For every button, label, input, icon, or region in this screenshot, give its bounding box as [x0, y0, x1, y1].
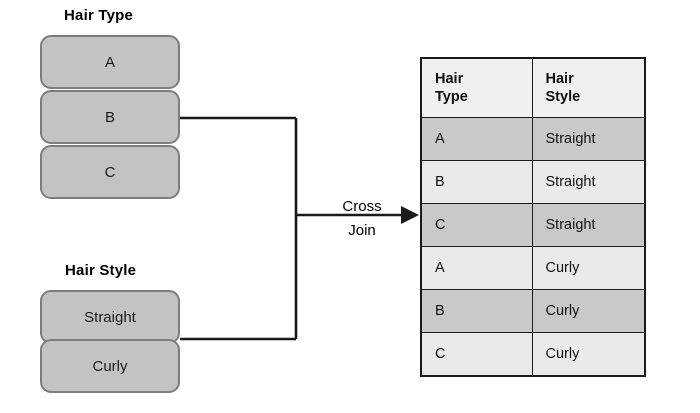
column-header-hair-style: Hair Style: [531, 57, 646, 118]
table-header-row: Hair Type Hair Style: [420, 57, 646, 118]
table-row: B Curly: [420, 289, 646, 333]
cell-hair-style: Straight: [531, 160, 646, 204]
table-body: A Straight B Straight C Straight A Curly…: [420, 117, 646, 377]
hair-style-node-straight-label: Straight: [84, 308, 136, 326]
column-header-hair-style-line2: Style: [545, 89, 581, 105]
hair-style-node-curly[interactable]: Curly: [40, 339, 180, 393]
cell-hair-style: Curly: [531, 289, 646, 333]
cell-hair-type: B: [420, 289, 533, 333]
table-row: A Curly: [420, 246, 646, 290]
table-row: A Straight: [420, 117, 646, 161]
cell-hair-style: Curly: [531, 332, 646, 377]
cross-join-label-line2: Join: [348, 222, 376, 239]
cell-hair-style: Straight: [531, 117, 646, 161]
table-row: B Straight: [420, 160, 646, 204]
cell-hair-type: A: [420, 117, 533, 161]
column-header-hair-style-line1: Hair: [545, 70, 574, 87]
cross-join-label-line1: Cross: [342, 198, 382, 215]
hair-type-node-a-label: A: [104, 53, 115, 71]
cell-hair-style: Curly: [531, 246, 646, 290]
hair-type-title: Hair Type: [64, 7, 134, 24]
cell-hair-type: C: [420, 332, 533, 377]
hair-type-node-c[interactable]: C: [40, 145, 180, 199]
hair-type-node-a[interactable]: A: [40, 35, 180, 89]
cross-join-result-table: Hair Type Hair Style A Straight B Straig…: [420, 57, 646, 377]
cell-hair-type: C: [420, 203, 533, 247]
cell-hair-type: B: [420, 160, 533, 204]
hair-style-node-curly-label: Curly: [92, 357, 128, 375]
cell-hair-style: Straight: [531, 203, 646, 247]
hair-type-node-b-label: B: [104, 108, 115, 126]
cell-hair-type: A: [420, 246, 533, 290]
hair-type-node-b[interactable]: B: [40, 90, 180, 144]
column-header-hair-type-line2: Type: [435, 89, 468, 105]
column-header-hair-type-line1: Hair: [435, 70, 464, 87]
hair-type-node-c-label: C: [104, 163, 116, 181]
table-row: C Straight: [420, 203, 646, 247]
hair-style-title: Hair Style: [65, 262, 137, 279]
column-header-hair-type: Hair Type: [420, 57, 533, 118]
hair-style-node-straight[interactable]: Straight: [40, 290, 180, 344]
table-row: C Curly: [420, 332, 646, 377]
